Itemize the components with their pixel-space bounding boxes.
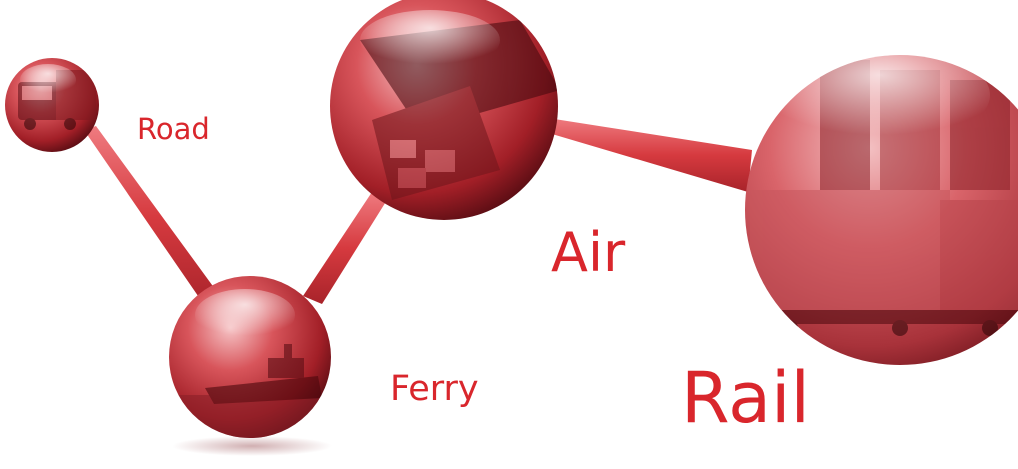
air-rail-connector bbox=[548, 118, 752, 192]
air-label: Air bbox=[551, 226, 625, 280]
ferry-label: Ferry bbox=[390, 372, 479, 407]
road-ferry-connector bbox=[84, 126, 223, 309]
road-sphere bbox=[5, 58, 99, 152]
rail-sphere bbox=[745, 45, 1018, 365]
air-sphere bbox=[330, 0, 560, 220]
ferry-sphere bbox=[169, 276, 339, 456]
rail-label: Rail bbox=[681, 363, 810, 433]
ferry-air-connector bbox=[303, 192, 387, 304]
road-label: Road bbox=[137, 115, 210, 144]
